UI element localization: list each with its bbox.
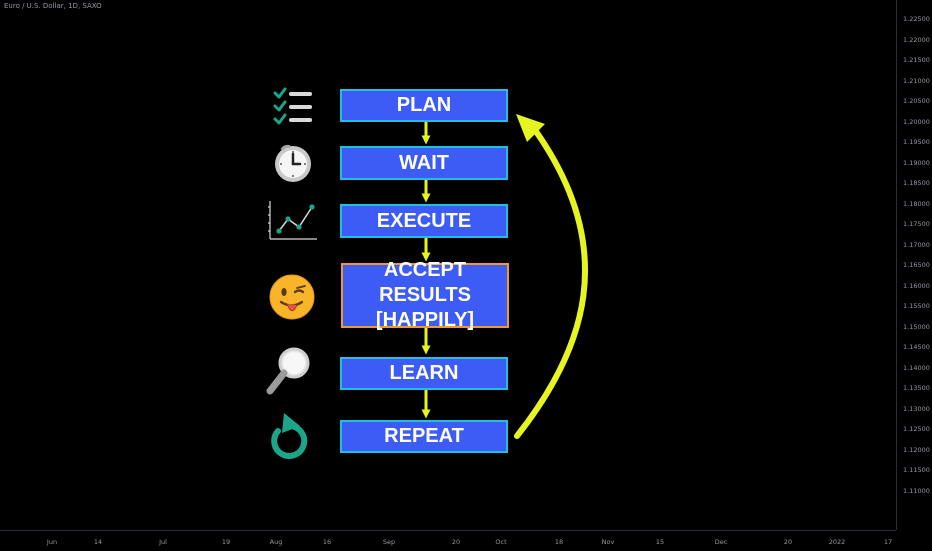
step-label: WAIT [399, 151, 449, 174]
price-label: 1.17500 [903, 220, 930, 228]
time-scale[interactable]: Jun 14 Jul 19 Aug 16 Sep 20 Oct 18 Nov 1… [0, 530, 896, 551]
price-label: 1.12500 [903, 425, 930, 433]
price-label: 1.20000 [903, 117, 930, 126]
price-label: 1.16000 [903, 281, 930, 290]
price-label: 1.14000 [903, 363, 930, 372]
step-learn: LEARN [340, 357, 508, 390]
price-label: 1.20500 [903, 97, 930, 105]
step-label-sub: [HAPPILY] [375, 309, 475, 331]
price-label: 1.11000 [903, 486, 930, 495]
price-label: 1.11500 [903, 466, 930, 474]
price-label: 1.15500 [903, 302, 930, 310]
price-label: 1.13000 [903, 404, 930, 413]
step-label: ACCEPT RESULTS [379, 259, 471, 306]
time-label: Aug [269, 538, 283, 546]
refresh-icon [271, 413, 308, 459]
time-label: Oct [495, 538, 507, 546]
price-label: 1.21500 [903, 56, 930, 64]
step-label: LEARN [389, 362, 459, 384]
price-label: 1.22500 [903, 15, 930, 23]
step-wait: WAIT [340, 146, 508, 180]
step-repeat: REPEAT [340, 420, 508, 453]
line-chart-icon [268, 201, 317, 240]
time-label: Jun [46, 538, 58, 546]
chart-title: Euro / U.S. Dollar, 1D, SAXO [4, 2, 102, 10]
step-label: PLAN [396, 94, 452, 116]
time-label: Nov [601, 538, 615, 546]
time-label: 14 [93, 538, 103, 546]
time-label: Jul [159, 538, 167, 546]
price-label: 1.16500 [903, 261, 930, 269]
price-label: 1.22000 [903, 35, 930, 44]
clock-icon [275, 144, 311, 182]
price-label: 1.18000 [903, 199, 930, 208]
loop-arrowhead [516, 114, 545, 142]
price-label: 1.21000 [903, 76, 930, 85]
price-label: 1.12000 [903, 445, 930, 454]
step-label: REPEAT [384, 425, 464, 447]
step-execute: EXECUTE [340, 204, 508, 238]
price-label: 1.19500 [903, 138, 930, 146]
price-label: 1.13500 [903, 384, 930, 392]
price-label: 1.17000 [903, 240, 930, 249]
price-label: 1.14500 [903, 343, 930, 351]
step-accept-results: ACCEPT RESULTS [HAPPILY] [341, 259, 509, 331]
checklist-icon [273, 87, 312, 125]
step-label: EXECUTE [376, 209, 472, 232]
price-scale[interactable]: 1.22500 1.22000 1.21500 1.21000 1.20500 … [896, 0, 932, 530]
time-label: 2022 [828, 538, 846, 546]
price-label: 1.15000 [903, 322, 930, 331]
price-label: 1.18500 [903, 179, 930, 187]
step-plan: PLAN [340, 89, 508, 122]
magnifier-icon [266, 347, 310, 395]
time-label: 17 [883, 538, 893, 546]
loop-arrow-repeat-to-plan [514, 127, 588, 439]
price-label: 1.19000 [903, 158, 930, 167]
time-label: 20 [783, 538, 793, 546]
time-label: 16 [322, 538, 332, 546]
time-label: 15 [655, 538, 665, 546]
time-label: 18 [554, 538, 564, 546]
time-label: Sep [382, 538, 396, 546]
winking-emoji-icon [269, 274, 315, 320]
time-label: Dec [714, 538, 728, 546]
time-label: 20 [451, 538, 461, 546]
time-label: 19 [221, 538, 231, 546]
